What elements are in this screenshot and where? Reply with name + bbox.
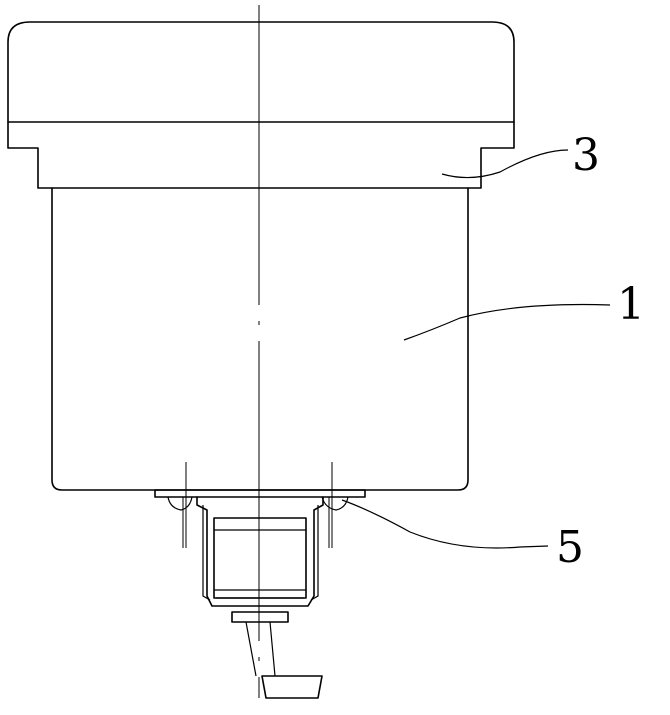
leader-line-3: [442, 150, 568, 178]
label-1: 1: [617, 279, 645, 330]
leader-line-1: [404, 305, 610, 340]
leader-line-5: [342, 500, 548, 548]
left-screw-head: [168, 497, 192, 510]
cap-assembly: [8, 22, 514, 188]
stem-right: [270, 622, 275, 676]
label-3: 3: [572, 130, 600, 181]
stem-left: [246, 622, 256, 676]
stem-collar: [232, 612, 288, 622]
cable-end: [262, 676, 322, 698]
fastener-assembly: [155, 462, 365, 698]
right-screw-head: [322, 497, 348, 510]
cap-dome: [8, 22, 514, 122]
cap-flange: [8, 122, 514, 188]
label-5: 5: [556, 522, 584, 573]
